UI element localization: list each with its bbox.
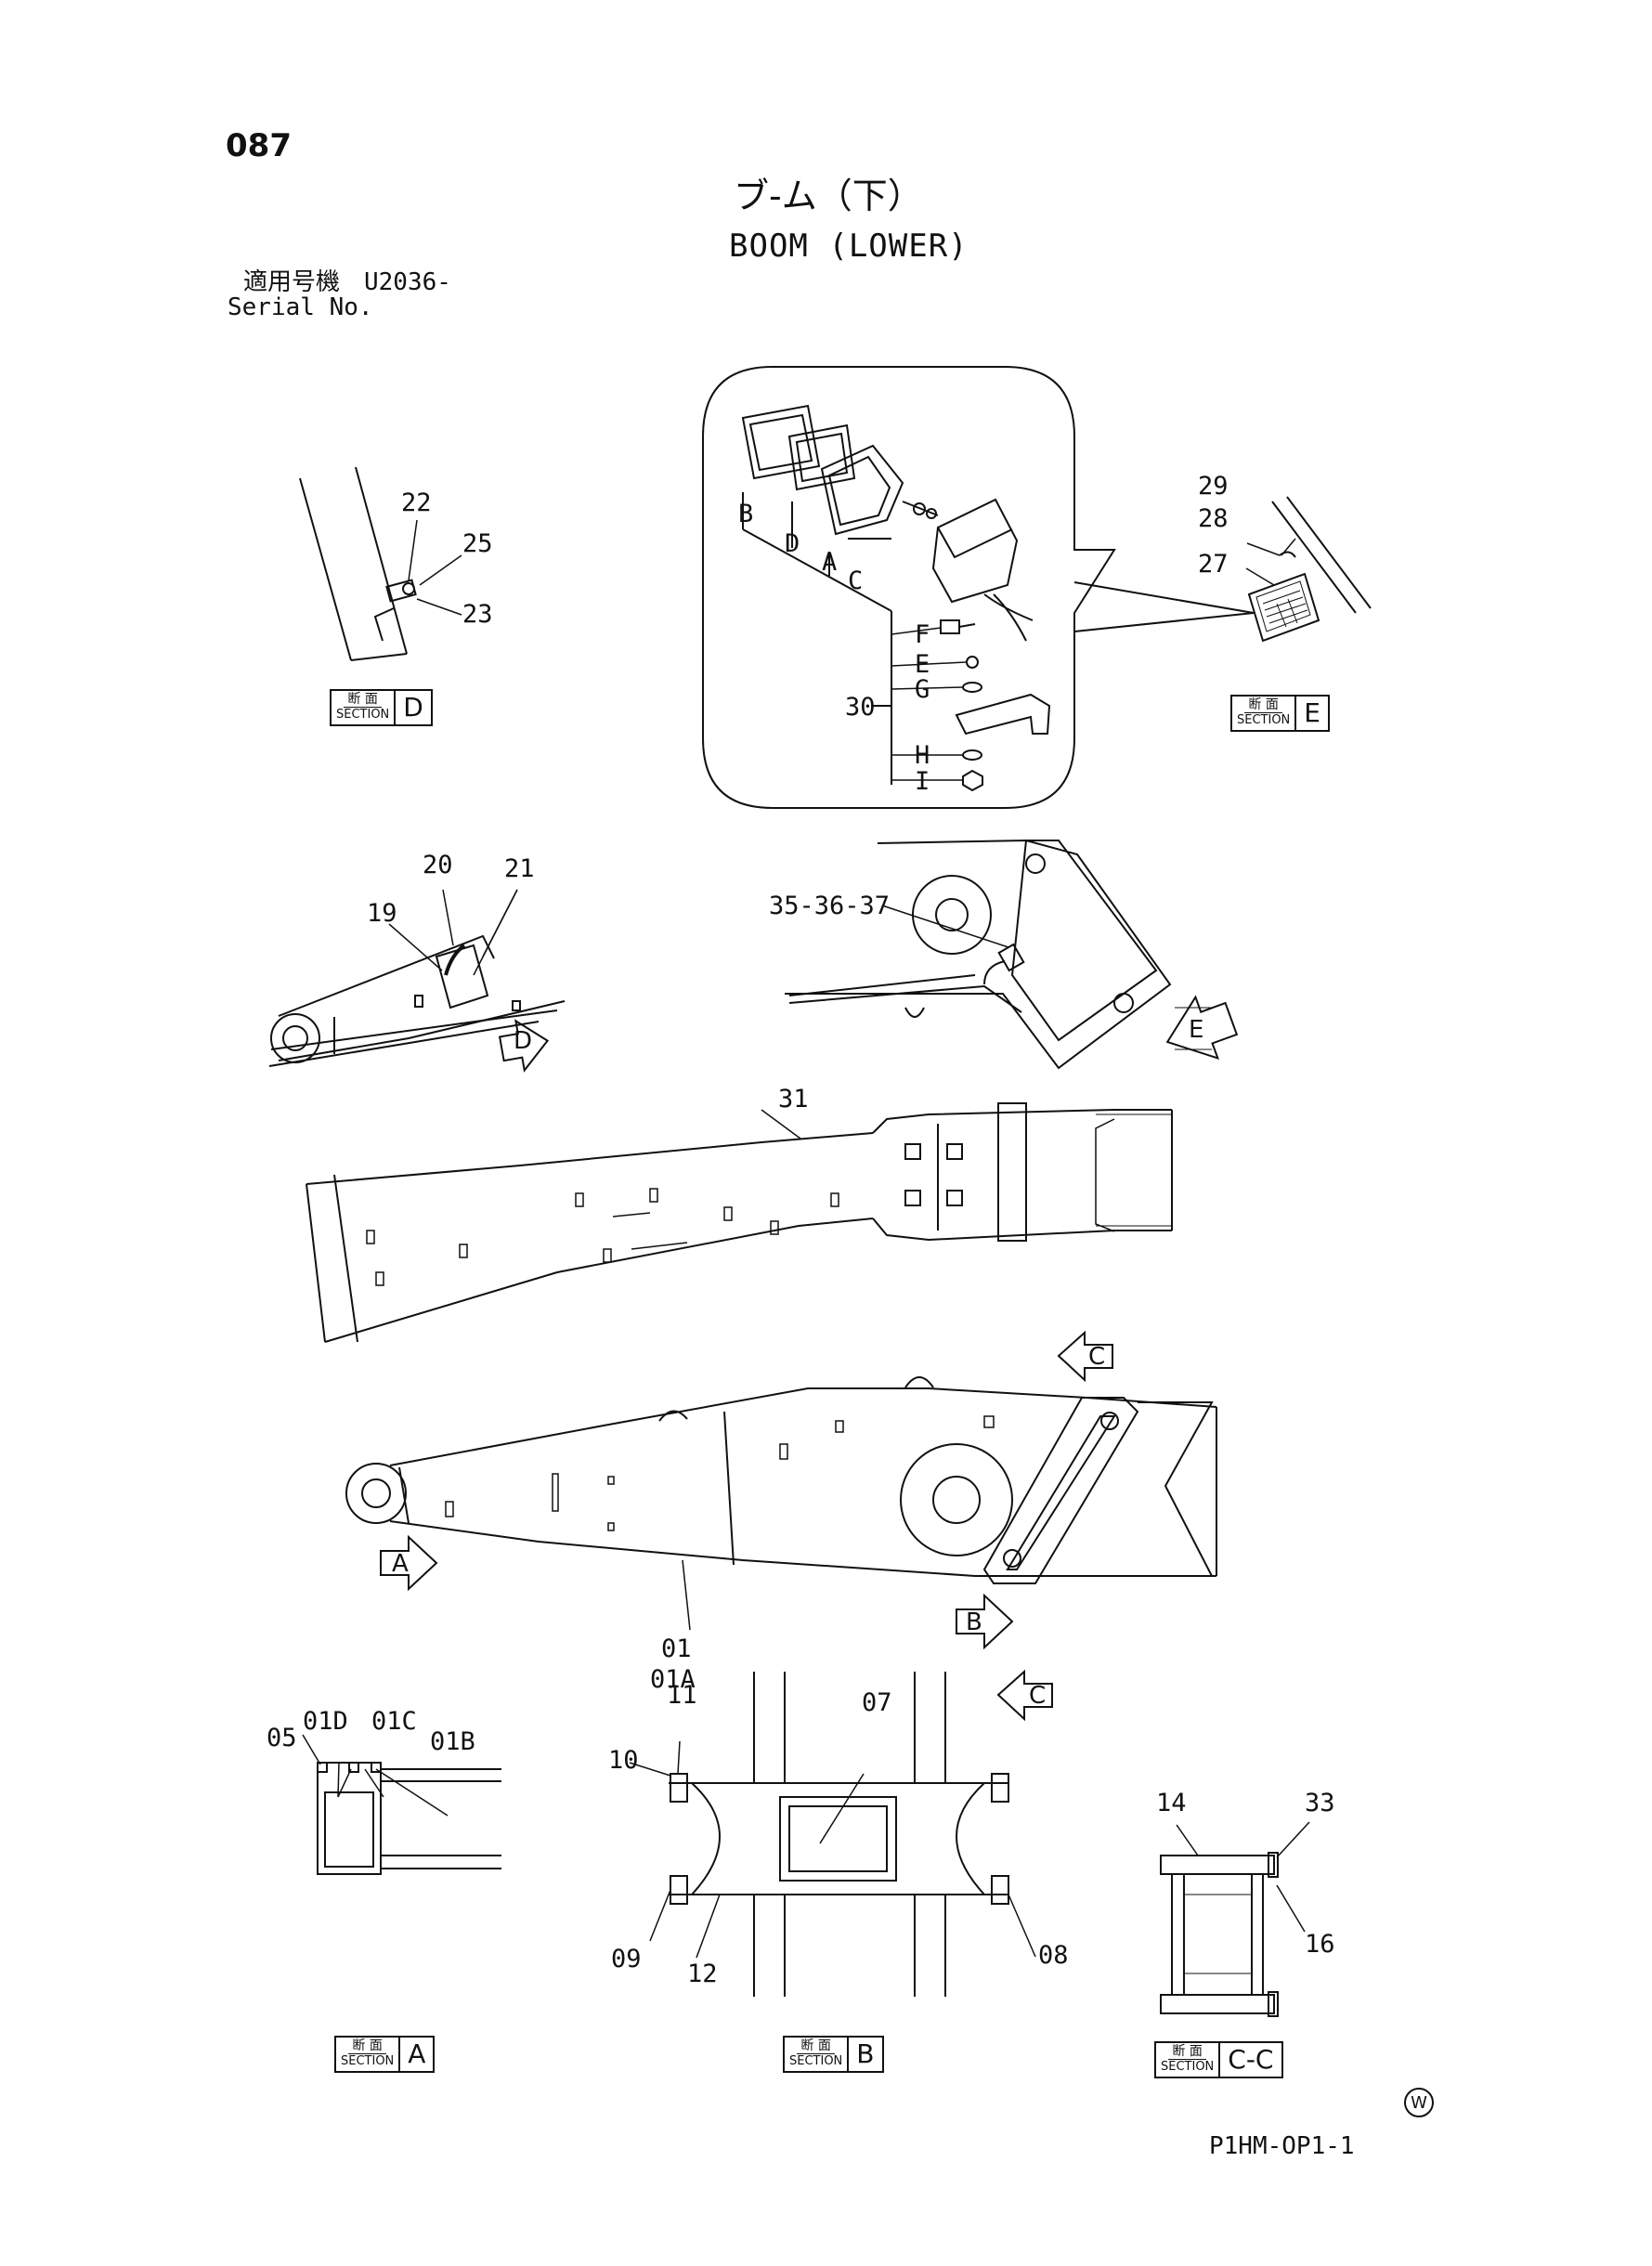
section-e-kanji: 断 面 [1244, 697, 1282, 714]
section-cc-letter: C-C [1228, 2044, 1274, 2076]
callout-19: 19 [367, 899, 397, 928]
section-a-letter: A [408, 2038, 426, 2070]
callout-23: 23 [462, 600, 493, 629]
section-b-kanji: 断 面 [797, 2038, 835, 2055]
view-arrow-e-label: E [1189, 1016, 1204, 1044]
section-a-kanji: 断 面 [348, 2038, 386, 2055]
callout-01d: 01D [303, 1707, 348, 1736]
callout-01c: 01C [371, 1707, 417, 1736]
callout-31: 31 [778, 1085, 809, 1113]
title-japanese: ブ-ム（下） [734, 176, 923, 216]
section-d-kanji: 断 面 [344, 692, 382, 709]
callout-29: 29 [1198, 472, 1229, 501]
callout-35-36-37: 35-36-37 [769, 892, 891, 920]
section-cc-drawing [1161, 1822, 1309, 2016]
work-lamp-detail [703, 367, 1254, 808]
boom-top-view [306, 1103, 1172, 1342]
serial-english: Serial No. [228, 293, 373, 321]
section-d-letter: D [403, 692, 423, 723]
section-cc-word: SECTION [1161, 2060, 1215, 2075]
callout-lamp-g: G [915, 675, 930, 704]
callout-21: 21 [504, 854, 535, 883]
section-cc-kanji: 断 面 [1168, 2044, 1206, 2061]
section-d-word: SECTION [336, 708, 390, 723]
view-arrows [381, 988, 1242, 1719]
page-number: 087 [226, 127, 292, 164]
section-d-drawing [300, 467, 462, 660]
circled-w-mark: W [1404, 2088, 1434, 2117]
callout-lamp-e: E [915, 650, 930, 679]
callout-22: 22 [401, 488, 432, 517]
view-arrow-c-top-label: C [1088, 1343, 1106, 1371]
callout-lamp-b: B [738, 500, 754, 528]
callout-lamp-h: H [915, 741, 930, 770]
callout-27: 27 [1198, 550, 1229, 579]
callout-01a: 01A [650, 1665, 696, 1694]
view-arrow-d-label: D [514, 1027, 533, 1055]
section-e-word: SECTION [1237, 713, 1291, 728]
callout-01: 01 [661, 1634, 692, 1663]
callout-20: 20 [423, 851, 453, 879]
callout-08: 08 [1038, 1941, 1069, 1970]
callout-lamp-i: I [915, 767, 930, 796]
callout-01b: 01B [430, 1727, 475, 1756]
view-arrow-b-label: B [966, 1608, 982, 1636]
callout-lamp-c: C [848, 566, 864, 595]
callout-28: 28 [1198, 504, 1229, 533]
view-arrow-c-bottom-label: C [1029, 1682, 1047, 1710]
section-e-letter: E [1304, 697, 1320, 729]
serial-japanese: 適用号機 U2036- [243, 268, 451, 296]
callout-lamp-f: F [915, 620, 930, 649]
boom-side-view [346, 1377, 1216, 1630]
section-a-word: SECTION [341, 2054, 395, 2069]
callout-14: 14 [1156, 1789, 1187, 1817]
callout-10: 10 [608, 1746, 639, 1775]
section-a-drawing [303, 1735, 501, 1874]
callout-30: 30 [845, 693, 876, 722]
section-e-drawing [1246, 497, 1371, 641]
boom-nose-view [269, 890, 565, 1066]
callout-05: 05 [267, 1724, 297, 1752]
callout-lamp-d: D [785, 529, 800, 558]
callout-16: 16 [1305, 1930, 1335, 1959]
section-b-drawing [630, 1672, 1035, 1997]
callout-07: 07 [862, 1688, 892, 1717]
drawing-code: P1HM-OP1-1 [1209, 2132, 1355, 2160]
circled-w-letter: W [1411, 2092, 1427, 2113]
callout-33: 33 [1305, 1789, 1335, 1817]
boom-pivot-view [785, 840, 1212, 1068]
callout-11: 11 [667, 1681, 697, 1710]
callout-25: 25 [462, 529, 493, 558]
callout-lamp-a: A [822, 548, 838, 577]
section-b-word: SECTION [789, 2054, 843, 2069]
section-b-letter: B [856, 2038, 875, 2070]
title-english: BOOM (LOWER) [729, 228, 969, 265]
view-arrow-a-label: A [392, 1550, 409, 1578]
callout-12: 12 [687, 1960, 718, 1988]
callout-09: 09 [611, 1945, 642, 1973]
